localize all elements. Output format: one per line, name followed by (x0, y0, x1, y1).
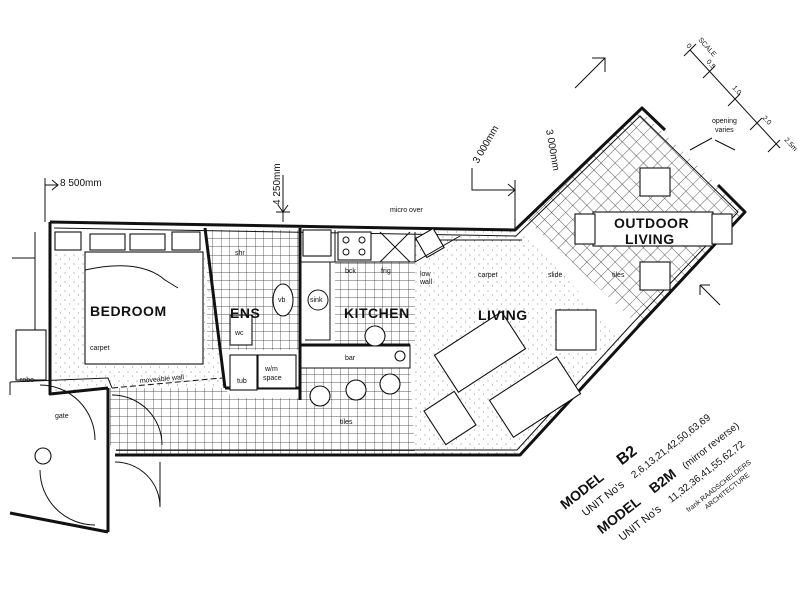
door-swing (111, 394, 163, 446)
bedside-table (171, 231, 201, 251)
interior-wall (203, 227, 410, 400)
gate-swing (39, 384, 96, 526)
pillow (89, 233, 126, 251)
entry-door-swing (114, 461, 161, 508)
dim-marker-left (44, 178, 59, 222)
model-block: MODEL B2 UNIT No's 2,6,13,21,42,50,63,69… (557, 412, 753, 543)
annotation-vb: vb (278, 297, 286, 304)
scale-tick: 0 (685, 43, 693, 51)
scale-tick: 1.0 (731, 85, 743, 97)
model-value: B2 (614, 443, 641, 469)
room-label-bedroom: BEDROOM (90, 303, 167, 319)
bar-bench (300, 344, 411, 369)
annotation-opening: opening (712, 118, 737, 125)
annotation-varies: varies (715, 127, 734, 134)
hall-wall (9, 388, 110, 534)
annotation-gate: gate (55, 413, 69, 420)
bar-stool (309, 385, 331, 407)
annotation-robe: robe (20, 377, 34, 384)
dim-label-right-a: 3 000mm (471, 124, 501, 166)
annotation-low: low (420, 271, 431, 278)
toilet (229, 314, 253, 346)
annotation-carpet-bed: carpet (90, 345, 110, 352)
hall-tiles (110, 368, 415, 455)
annotation-frig: frig (381, 268, 391, 275)
opening-arrow (699, 284, 721, 306)
bed-fold (84, 265, 179, 289)
opening-leader (689, 137, 736, 151)
annotation-moveable-wall: moveable wall (140, 374, 185, 385)
annotation-tiles-hall: tiles (340, 419, 353, 426)
room-label-kitchen: KITCHEN (344, 305, 410, 321)
cooktop (337, 231, 372, 261)
bar-stool (379, 373, 401, 395)
bedside-table (54, 231, 82, 251)
left-wall-stub (9, 232, 113, 395)
kitchen-drawer (415, 227, 445, 259)
outdoor-table (592, 211, 714, 247)
dim-marker-mid (276, 175, 290, 222)
room-label-living: LIVING (478, 307, 528, 323)
tub (229, 354, 258, 391)
armchair (423, 390, 477, 446)
bar-stool (394, 350, 406, 362)
vanity-basin (272, 283, 294, 317)
dim-label-left: 8 500mm (60, 178, 102, 189)
annotation-carpet-living: carpet (478, 272, 498, 279)
annotation-wm: w/m (264, 366, 278, 373)
washing-machine-space (257, 354, 297, 389)
sink (307, 289, 329, 311)
outdoor-chair (639, 261, 671, 291)
dim-marker-right (471, 168, 516, 230)
scale-tick: 2.0 (761, 115, 773, 127)
exterior-wall (48, 106, 747, 457)
low-wall (414, 235, 461, 263)
annotation-wall: wall (419, 279, 433, 286)
annotation-bar: bar (345, 355, 356, 362)
room-label-ens: ENS (230, 305, 260, 321)
annotation-sink: sink (310, 297, 323, 304)
robe (15, 329, 47, 381)
dim-label-mid: 4 250mm (272, 163, 283, 205)
scale-tick: 2.5m (783, 137, 799, 153)
sofa (488, 356, 582, 438)
outdoor-chair (574, 213, 596, 245)
annotation-tub: tub (237, 378, 247, 385)
bar-stool (345, 379, 367, 401)
annotation-wc: wc (234, 330, 244, 337)
scale-title: SCALE (697, 37, 718, 59)
sink-bench (305, 261, 331, 341)
outdoor-chair (711, 213, 733, 245)
outdoor-chair (639, 167, 671, 197)
annotation-shr: shr (235, 250, 245, 257)
sofa (433, 311, 527, 393)
bar-stool (364, 325, 386, 347)
north-arrow (574, 57, 606, 89)
exterior-wall-inner (53, 115, 739, 451)
annotation-tiles-outdoor: tiles (612, 272, 625, 279)
dim-label-right-b: 3 000mm (543, 129, 561, 172)
pillow (129, 233, 166, 251)
room-label-outdoor: OUTDOOR (614, 215, 689, 231)
moveable-wall (111, 377, 223, 389)
annotation-slide: slide (548, 272, 563, 279)
scale-bar (683, 43, 781, 153)
gate-post (34, 447, 52, 465)
scale-tick: 0.5 (705, 59, 717, 71)
annotation-bck: bck (345, 268, 356, 275)
annotation-space: space (263, 375, 282, 382)
side-table (555, 309, 597, 351)
room-label-outdoor-living: LIVING (625, 231, 675, 247)
fridge (302, 229, 332, 257)
wall-oven (379, 231, 411, 263)
bed (84, 251, 204, 365)
annotation-micro-over: micro over (390, 207, 423, 214)
